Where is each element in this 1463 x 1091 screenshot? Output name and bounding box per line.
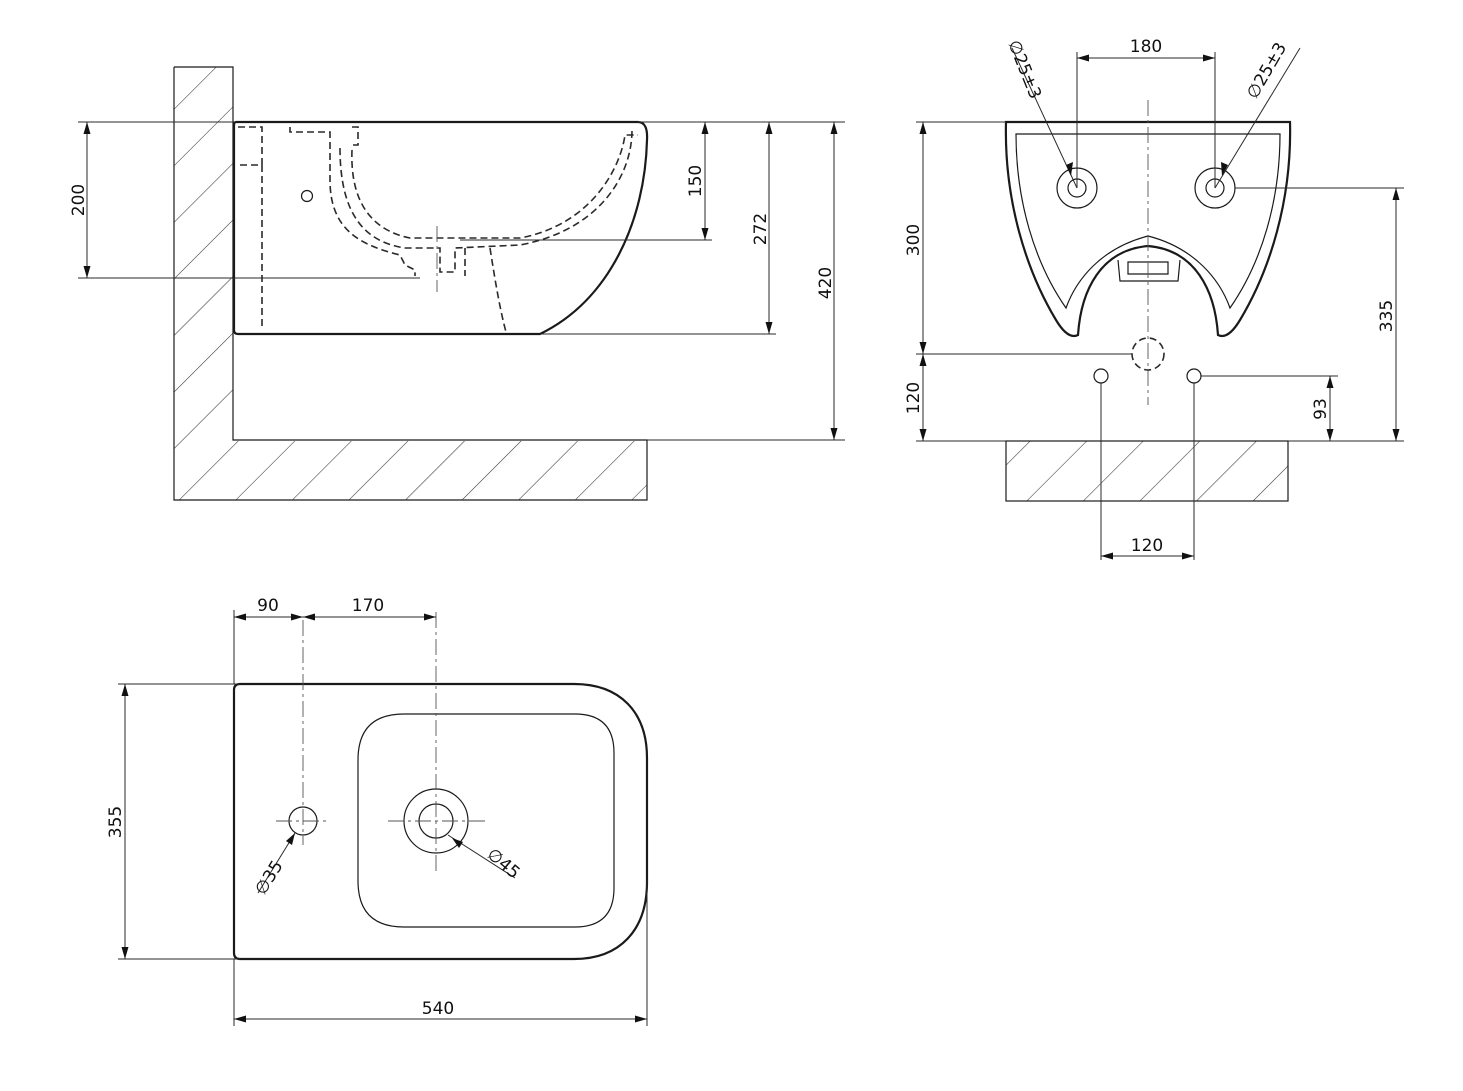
arrow bbox=[234, 1015, 246, 1023]
arrow bbox=[1392, 429, 1400, 441]
side-hole bbox=[300, 189, 314, 203]
arrow bbox=[424, 613, 436, 621]
arrow bbox=[919, 122, 927, 134]
top-view: ∅35 ∅45 90 170 355 540 bbox=[106, 596, 649, 1026]
dim-120v-label: 120 bbox=[904, 382, 924, 414]
hidden-bracket-left bbox=[238, 126, 263, 166]
arrow bbox=[1326, 429, 1334, 441]
dim-90-label: 90 bbox=[257, 596, 279, 616]
front-view: 180 ∅25±3 ∅25±3 300 120 335 93 120 bbox=[904, 37, 1404, 560]
floor-hatch bbox=[233, 441, 647, 500]
arrow bbox=[1203, 54, 1215, 62]
bolt-left bbox=[1093, 368, 1109, 384]
arrow bbox=[1392, 188, 1400, 200]
arrow bbox=[1066, 162, 1073, 176]
arrow bbox=[765, 122, 773, 134]
wall-hatch bbox=[174, 67, 233, 500]
arrow bbox=[830, 428, 838, 440]
dim-300-label: 300 bbox=[904, 224, 924, 256]
dim-150-label: 150 bbox=[686, 165, 706, 197]
arrow bbox=[1221, 162, 1228, 176]
arrow bbox=[830, 122, 838, 134]
arrow bbox=[303, 613, 315, 621]
hidden-channel-outer bbox=[289, 127, 416, 276]
arrow bbox=[635, 1015, 647, 1023]
bidet-top-outer bbox=[232, 682, 649, 961]
arrow bbox=[83, 122, 91, 134]
hidden-bowl-inner bbox=[351, 134, 638, 239]
dim-200-label: 200 bbox=[69, 184, 89, 216]
arrow bbox=[919, 429, 927, 441]
arrow bbox=[1326, 376, 1334, 388]
arrow bbox=[452, 838, 463, 848]
hole-right-label: ∅25±3 bbox=[1243, 39, 1291, 102]
arrow bbox=[121, 947, 129, 959]
arrow bbox=[234, 613, 246, 621]
arrow bbox=[919, 354, 927, 366]
dim-335-label: 335 bbox=[1377, 300, 1397, 332]
arrow bbox=[701, 122, 709, 134]
wall-outline bbox=[173, 66, 648, 501]
bidet-top-bowl bbox=[357, 713, 615, 928]
leader-hole-right bbox=[1214, 47, 1301, 189]
hole-left-label: ∅25±3 bbox=[1003, 37, 1045, 102]
hidden-bracket-top bbox=[352, 126, 359, 146]
arrow bbox=[765, 322, 773, 334]
bolt-right bbox=[1186, 368, 1202, 384]
arrow bbox=[1101, 552, 1113, 560]
arrow bbox=[1182, 552, 1194, 560]
arrow bbox=[286, 833, 295, 845]
arrow bbox=[291, 613, 303, 621]
dim-93-label: 93 bbox=[1311, 398, 1331, 420]
leader-tap bbox=[257, 832, 296, 894]
arrow bbox=[1077, 54, 1089, 62]
dim-120h-label: 120 bbox=[1131, 536, 1163, 556]
floor-outline-front bbox=[1005, 440, 1289, 502]
arrow bbox=[919, 342, 927, 354]
side-view: 200 150 272 420 bbox=[69, 66, 845, 501]
dim-180-label: 180 bbox=[1130, 37, 1162, 57]
front-outlet bbox=[1117, 259, 1181, 282]
hidden-bowl-outer bbox=[339, 129, 633, 273]
dim-540-label: 540 bbox=[422, 999, 454, 1019]
hidden-drain bbox=[464, 247, 507, 333]
leader-hole-left bbox=[1011, 47, 1078, 189]
dim-272-label: 272 bbox=[751, 213, 771, 245]
dim-420-label: 420 bbox=[816, 267, 836, 299]
bidet-side-body bbox=[232, 120, 649, 336]
tap-hole-label: ∅35 bbox=[251, 857, 287, 899]
arrow bbox=[83, 266, 91, 278]
arrow bbox=[121, 684, 129, 696]
dim-355-label: 355 bbox=[106, 806, 126, 838]
dim-170-label: 170 bbox=[352, 596, 384, 616]
floor-hatch-front bbox=[1006, 441, 1288, 501]
arrow bbox=[701, 228, 709, 240]
drain-label: ∅45 bbox=[483, 845, 524, 884]
